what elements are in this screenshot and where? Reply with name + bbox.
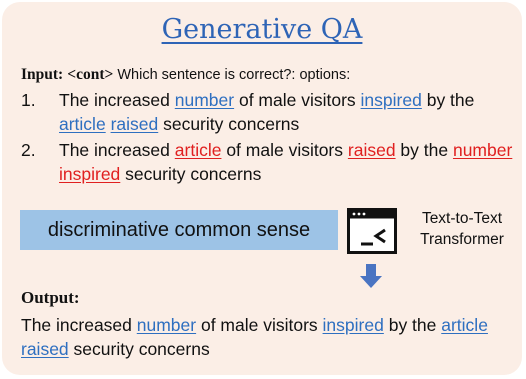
option-number: 2.	[21, 140, 36, 160]
sentence-text: The increased	[59, 140, 175, 160]
task-box: discriminative common sense	[20, 210, 338, 250]
correct-word: number	[174, 90, 235, 110]
correct-word: inspired	[360, 90, 422, 110]
option-number: 1.	[21, 90, 36, 110]
diagram-title: Generative QA	[161, 14, 363, 45]
sentence-text: security concerns	[158, 114, 300, 134]
option-item: 1. The increased number of male visitors…	[21, 88, 521, 136]
correct-word: number	[136, 315, 197, 335]
option-item: 2. The increased article of male visitor…	[21, 138, 521, 186]
sentence-text: The increased	[21, 315, 137, 335]
options-list: 1. The increased number of male visitors…	[21, 88, 521, 186]
input-prompt: Which sentence is correct?: options:	[117, 67, 351, 83]
model-label-line1: Text-to-Text	[421, 210, 503, 227]
sentence-text: of male visitors	[196, 315, 323, 335]
output-label: Output:	[21, 288, 80, 307]
correct-word: inspired	[322, 315, 384, 335]
option-sentence: The increased number of male visitors in…	[59, 88, 521, 136]
swapped-word: inspired	[59, 164, 121, 184]
sentence-text: of male visitors	[221, 140, 348, 160]
model-label-line2: Transformer	[420, 231, 504, 248]
swapped-word: raised	[347, 140, 396, 160]
generative-qa-card: Generative QA Input: <cont> Which senten…	[2, 2, 522, 375]
input-line: Input: <cont> Which sentence is correct?…	[21, 66, 350, 84]
correct-word: article	[441, 315, 488, 335]
output-sentence: The increased number of male visitors in…	[21, 313, 521, 361]
terminal-icon	[347, 208, 397, 254]
down-arrow-icon	[360, 264, 382, 288]
correct-word: article	[59, 114, 106, 134]
correct-word: raised	[21, 339, 69, 359]
sentence-text: by the	[421, 90, 475, 110]
sentence-text: by the	[383, 315, 442, 335]
swapped-word: number	[452, 140, 513, 160]
model-label: Text-to-Text Transformer	[407, 208, 517, 250]
sentence-text: The increased	[59, 90, 175, 110]
input-label: Input:	[21, 66, 64, 83]
sentence-text: security concerns	[120, 164, 262, 184]
sentence-text: security concerns	[68, 339, 210, 359]
option-sentence: The increased article of male visitors r…	[59, 138, 521, 186]
swapped-word: article	[174, 140, 222, 160]
sentence-text: by the	[395, 140, 453, 160]
sentence-text: of male visitors	[234, 90, 361, 110]
cont-token: <cont>	[67, 66, 114, 83]
correct-word: raised	[110, 114, 159, 134]
